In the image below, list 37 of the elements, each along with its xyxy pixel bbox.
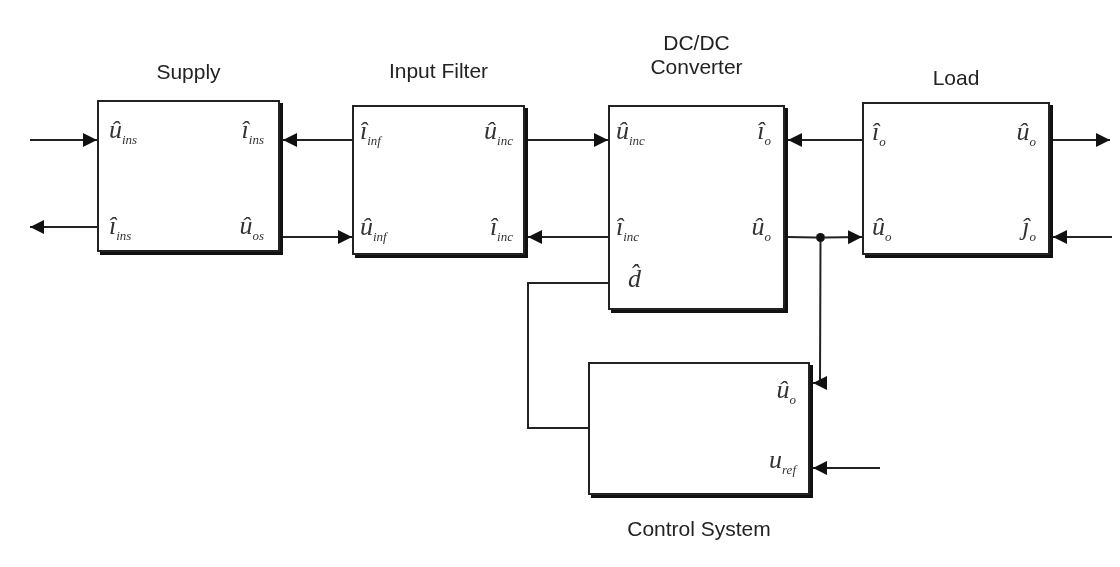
signal-line — [527, 282, 609, 429]
signal-symbol: û$_{o}$ — [872, 213, 892, 247]
signal-symbol: î$_{ins}$ — [241, 116, 264, 150]
signal-symbol: d̂ — [628, 265, 641, 293]
arrow — [527, 230, 609, 244]
signal-symbol: û$_{os}$ — [239, 212, 264, 246]
block-title: Supply — [155, 60, 222, 84]
arrow — [527, 133, 609, 147]
arrow — [282, 230, 353, 244]
arrow — [812, 461, 881, 475]
signal-symbol: û$_{ins}$ — [109, 116, 138, 150]
block-title: Input Filter — [387, 59, 490, 83]
block-title: DC/DC Converter — [649, 31, 744, 79]
signal-symbol: û$_{o}$ — [751, 213, 771, 247]
block-title: Control System — [626, 517, 772, 541]
signal-symbol: î$_{inc}$ — [489, 213, 513, 247]
signal-symbol: î$_{o}$ — [872, 118, 886, 152]
signal-symbol: î$_{o}$ — [757, 117, 771, 151]
arrow — [29, 133, 98, 147]
arrow — [29, 220, 98, 234]
arrow — [824, 230, 863, 245]
arrow — [1052, 230, 1113, 244]
arrow — [812, 241, 827, 390]
block-title: Load — [931, 66, 981, 90]
arrow — [282, 133, 353, 147]
arrow — [1052, 133, 1111, 147]
signal-symbol: û$_{inc}$ — [484, 117, 513, 151]
signal-symbol: û$_{inc}$ — [616, 117, 645, 151]
signal-symbol: î$_{inf}$ — [360, 117, 381, 151]
signal-line — [787, 236, 817, 239]
signal-symbol: û$_{o}$ — [1016, 118, 1036, 152]
signal-symbol: û$_{o}$ — [776, 376, 796, 410]
arrow — [787, 133, 863, 147]
signal-symbol: u$_{ref}$ — [769, 446, 796, 480]
signal-symbol: î$_{ins}$ — [109, 212, 132, 246]
signal-symbol: û$_{inf}$ — [360, 213, 387, 247]
signal-symbol: î$_{inc}$ — [616, 213, 640, 247]
